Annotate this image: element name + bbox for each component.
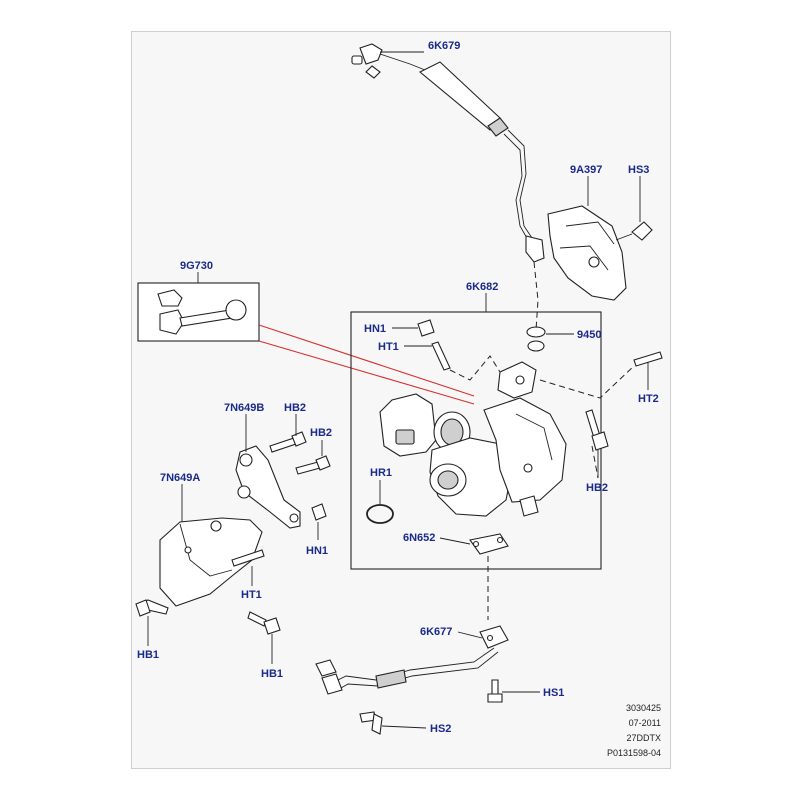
callout-9A397: 9A397 xyxy=(570,164,602,176)
footer-line-4: P0131598-04 xyxy=(607,748,661,758)
bracket-b-bolt-top[interactable] xyxy=(269,431,307,453)
oil-feed-pipe[interactable] xyxy=(351,43,545,263)
callout-HS2: HS2 xyxy=(430,723,451,735)
callout-labels: 6K679 9A397 HS3 9G730 6K682 HN1 HT1 9450… xyxy=(137,40,659,735)
callout-HB2-turbo: HB2 xyxy=(586,482,608,494)
reference-footer: 3030425 07-2011 27DDTX P0131598-04 xyxy=(607,703,661,758)
callout-HN1-bracket: HN1 xyxy=(306,545,328,557)
heat-shield-screw[interactable] xyxy=(615,221,653,241)
turbo-o-ring[interactable] xyxy=(366,504,394,524)
footer-line-1: 3030425 xyxy=(626,703,661,713)
callout-leaders xyxy=(147,51,649,729)
callout-HT1-turbo: HT1 xyxy=(378,341,399,353)
callout-HB1-left: HB1 xyxy=(137,649,159,661)
callout-6K682: 6K682 xyxy=(466,281,498,293)
callout-HR1: HR1 xyxy=(370,467,392,479)
turbo-bolt-right[interactable] xyxy=(585,409,609,451)
callout-9450: 9450 xyxy=(577,329,601,341)
heat-shield[interactable] xyxy=(547,205,627,301)
oil-drain-pipe[interactable] xyxy=(315,625,509,695)
drain-pipe-screw-lower[interactable] xyxy=(359,711,383,735)
callout-HT2: HT2 xyxy=(638,393,659,405)
callout-HB2-lower: HB2 xyxy=(310,427,332,439)
footer-line-3: 27DDTX xyxy=(626,733,661,743)
turbo-nut[interactable] xyxy=(417,319,435,337)
oil-feed-connector-kit[interactable] xyxy=(137,282,260,342)
bracket-stud[interactable] xyxy=(231,549,265,567)
assembly-dashed-lines xyxy=(449,261,635,620)
callout-HS1: HS1 xyxy=(543,687,564,699)
oil-drain-gasket[interactable] xyxy=(469,533,509,555)
callout-9G730: 9G730 xyxy=(180,260,213,272)
callout-HB2-top: HB2 xyxy=(284,402,306,414)
callout-6K679: 6K679 xyxy=(428,40,460,52)
drain-pipe-screw[interactable] xyxy=(487,679,503,703)
bracket-b-bolt-lower[interactable] xyxy=(295,455,331,475)
callout-HS3: HS3 xyxy=(628,164,649,176)
turbo-stud-right[interactable] xyxy=(633,351,663,367)
callout-7N649B: 7N649B xyxy=(224,402,264,414)
callout-HB1-lower: HB1 xyxy=(261,668,283,680)
callout-HN1-turbo: HN1 xyxy=(364,323,386,335)
callout-6K677: 6K677 xyxy=(420,626,452,638)
support-bracket-b[interactable] xyxy=(235,445,301,529)
bracket-bolt-lower[interactable] xyxy=(247,611,281,635)
indicator-lines xyxy=(258,324,475,405)
turbo-stud[interactable] xyxy=(431,341,451,371)
bracket-bolt-left[interactable] xyxy=(135,599,169,617)
callout-HT1-bracket: HT1 xyxy=(241,589,262,601)
oil-feed-seal[interactable] xyxy=(526,326,546,352)
footer-line-2: 07-2011 xyxy=(629,718,661,728)
callout-7N649A: 7N649A xyxy=(160,472,200,484)
callout-6N652: 6N652 xyxy=(403,532,435,544)
turbocharger[interactable] xyxy=(379,361,567,517)
bracket-nut[interactable] xyxy=(311,503,327,521)
